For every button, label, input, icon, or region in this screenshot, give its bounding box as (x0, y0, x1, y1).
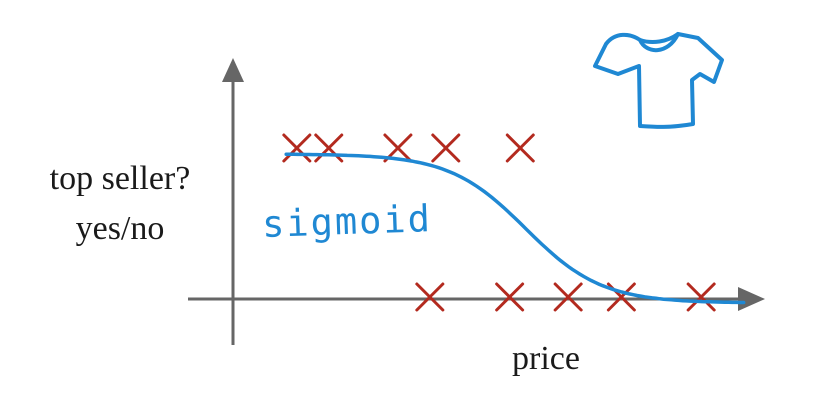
sigmoid-curve (284, 152, 746, 305)
x-marker-yes (505, 133, 535, 163)
x-marker-no (686, 282, 716, 312)
x-marker-no (495, 282, 525, 312)
x-marker-no (553, 282, 583, 312)
x-marker-yes (314, 133, 344, 163)
x-axis-arrowhead (738, 287, 765, 311)
y-axis-label-line1: top seller? (49, 160, 191, 197)
data-markers (282, 133, 716, 312)
x-marker-no (415, 282, 445, 312)
sigmoid-label: sigmoid (261, 197, 433, 246)
x-marker-yes (431, 133, 461, 163)
t-shirt-icon (593, 32, 724, 129)
y-axis-arrowhead (222, 58, 244, 82)
y-axis-label-line2: yes/no (75, 210, 165, 247)
x-marker-yes (282, 133, 312, 163)
x-axis-label: price (512, 340, 580, 377)
